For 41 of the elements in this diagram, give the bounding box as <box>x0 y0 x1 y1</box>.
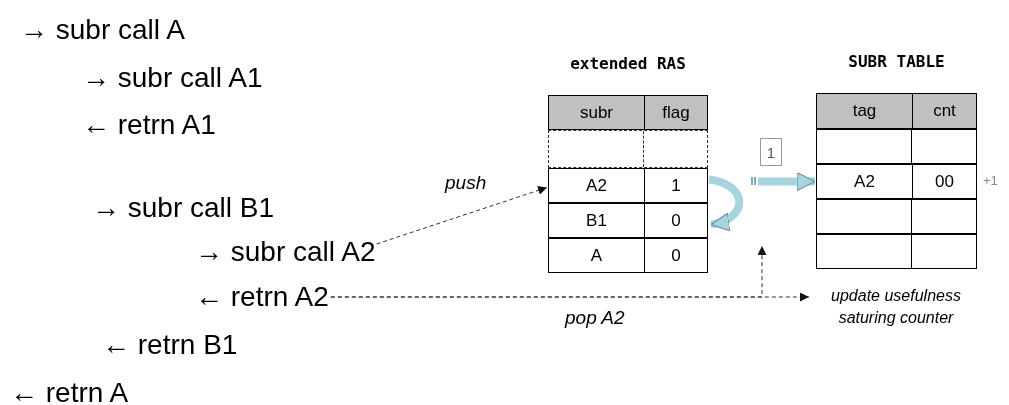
call-trace-line: → subr call A <box>20 15 185 45</box>
annotation: update usefulness saturing counter <box>810 285 982 329</box>
table-header-row <box>816 93 977 129</box>
table-cell-text: B1 <box>585 209 608 232</box>
call-trace-line: ← retrn A <box>10 378 129 405</box>
call-trace-line: → subr call B1 <box>92 193 275 223</box>
table-row <box>548 238 708 273</box>
call-trace-line: ← retrn A1 <box>82 110 216 140</box>
edge-label: push <box>445 172 487 194</box>
empty-stack-slot <box>548 130 708 168</box>
table-cell-text: A2 <box>585 174 608 197</box>
edge-label: pop A2 <box>565 307 625 329</box>
call-trace-line: → subr call A2 <box>195 237 376 267</box>
block-arrow <box>708 175 744 231</box>
table-cell-text: A2 <box>853 170 876 193</box>
table-title: extended RAS <box>570 54 686 73</box>
dashed-arrow <box>376 186 548 245</box>
call-trace-line: ← retrn A2 <box>195 282 329 312</box>
call-trace-line: ← retrn B1 <box>102 330 238 360</box>
table-cell: 0 <box>644 239 707 272</box>
table-cell-text: subr <box>578 101 615 124</box>
call-trace-line: → subr call A1 <box>82 63 263 93</box>
table-header-row <box>548 95 708 130</box>
empty-table-row <box>816 234 977 269</box>
table-row <box>816 164 977 199</box>
dashed-arrow <box>330 245 767 298</box>
table-cell: cnt <box>912 94 976 128</box>
table-cell-text: A <box>589 244 604 267</box>
table-cell-text: tag <box>851 100 878 122</box>
table-row <box>548 203 708 238</box>
table-title: SUBR TABLE <box>848 52 945 71</box>
empty-table-row <box>816 129 977 164</box>
block-arrow <box>751 171 816 192</box>
table-cell: 00 <box>912 165 976 198</box>
table-row <box>548 168 708 203</box>
step-number: 1 <box>760 138 782 166</box>
table-cell: 1 <box>644 169 707 202</box>
table-cell: 0 <box>644 204 707 237</box>
table-cell: flag <box>644 96 707 129</box>
increment-label: +1 <box>983 173 998 188</box>
empty-table-row <box>816 199 977 234</box>
